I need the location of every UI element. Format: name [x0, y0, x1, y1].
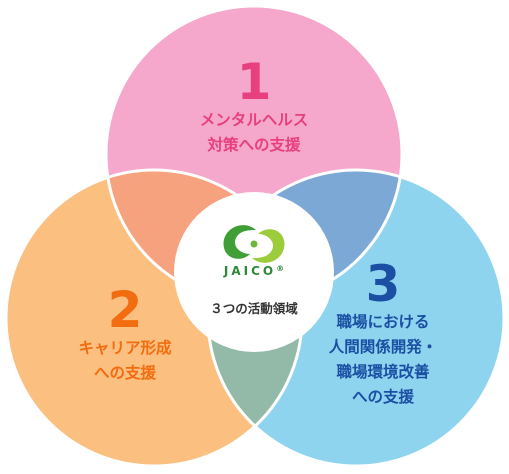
logo-text: JAICO [223, 264, 277, 278]
area-3-line-1: 職場における [336, 313, 430, 331]
area-1-label: 1 メンタルヘルス 対策への支援 [164, 56, 344, 158]
area-3-line-2: 人間関係開発・ [328, 338, 438, 356]
logo-swirl-left [223, 225, 256, 259]
logo-wordmark: JAICO® [204, 264, 304, 278]
center-disc [174, 192, 334, 352]
area-3-label: 3 職場における 人間関係開発・ 職場環境改善 への支援 [298, 258, 468, 410]
area-1-line-1: メンタルヘルス [199, 111, 309, 129]
logo-registered-mark: ® [276, 264, 285, 273]
area-2-label: 2 キャリア形成 への支援 [40, 284, 210, 386]
jaico-logo [223, 225, 285, 263]
area-2-line-1: キャリア形成 [78, 339, 172, 357]
area-1-line-2: 対策への支援 [207, 136, 301, 154]
area-1-number: 1 [236, 53, 272, 111]
center-caption: ３つの活動領域 [210, 301, 298, 316]
area-3-line-3: 職場環境改善 [336, 363, 430, 381]
area-3-line-4: への支援 [351, 388, 414, 406]
area-3-number: 3 [365, 255, 401, 313]
area-2-line-2: への支援 [93, 364, 156, 382]
logo-dot [250, 240, 258, 248]
logo-swirl-right [252, 229, 285, 263]
area-2-number: 2 [107, 281, 143, 339]
